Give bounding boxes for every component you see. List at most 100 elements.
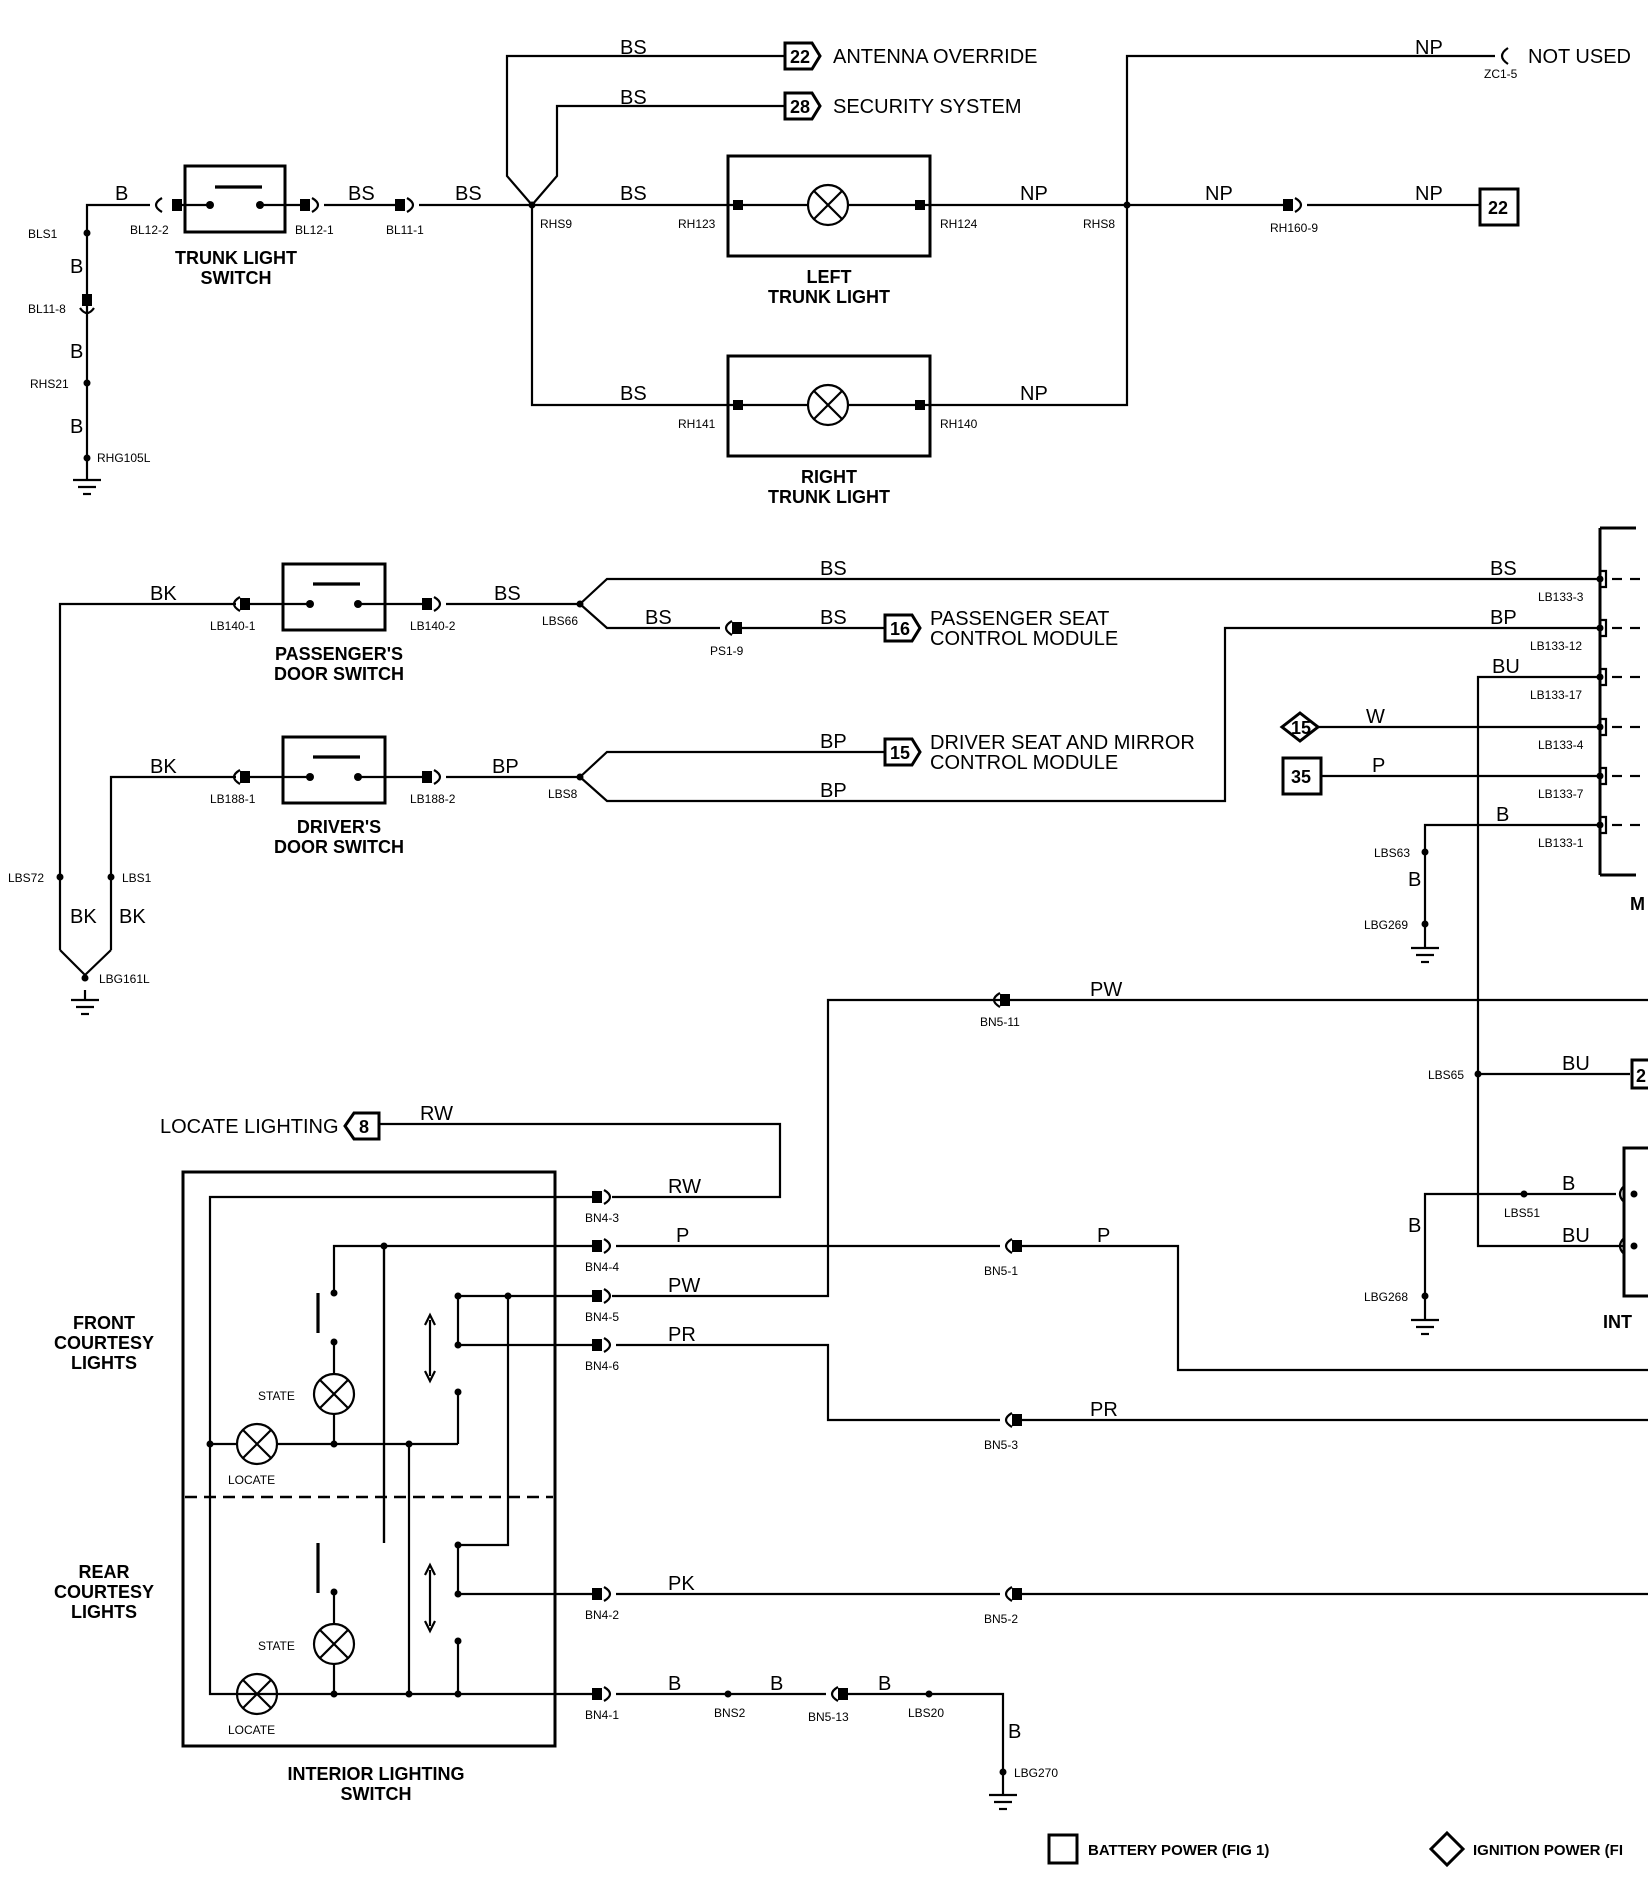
wire-label: B — [1408, 869, 1421, 891]
passenger-door-switch-label-1: PASSENGER'S — [275, 644, 403, 664]
pin-lb133-1: LB133-1 — [1538, 836, 1584, 850]
pin-bn4-2: BN4-2 — [585, 1608, 619, 1622]
wire-label: BS — [645, 607, 672, 629]
wire-label: NP — [1415, 183, 1443, 205]
front-courtesy-label-1: FRONT — [73, 1313, 135, 1333]
pin-lb133-7: LB133-7 — [1538, 787, 1584, 801]
ref-num-28: 28 — [790, 97, 810, 117]
trunk-light-switch-label-1: TRUNK LIGHT — [175, 248, 297, 268]
trunk-light-switch-label-2: SWITCH — [201, 268, 272, 288]
pin-rhg105l: RHG105L — [97, 451, 151, 465]
wire-label: BK — [150, 756, 177, 778]
pin-bn5-13: BN5-13 — [808, 1710, 849, 1724]
bn4-connector — [592, 1189, 612, 1702]
pin-lb133-12: LB133-12 — [1530, 639, 1582, 653]
pin-lbg161l: LBG161L — [99, 972, 150, 986]
door-switch-section: BK LB140-1 LB140-2 PASSENGER'S DOOR SWIT… — [8, 558, 1600, 1016]
passenger-door-switch-box — [281, 562, 387, 632]
wire-label: NP — [1415, 37, 1443, 59]
pin-ps1-9: PS1-9 — [710, 644, 744, 658]
pin-lb188-1: LB188-1 — [210, 792, 256, 806]
ref-locate-lighting: LOCATE LIGHTING — [160, 1116, 339, 1138]
ref-arrow-28 — [783, 91, 822, 121]
box-35: 35 — [1291, 767, 1311, 787]
state-label-rear: STATE — [258, 1639, 295, 1653]
wire-label: P — [1372, 755, 1385, 777]
ref-driver-seat-1: DRIVER SEAT AND MIRROR — [930, 732, 1195, 754]
wire-label: BP — [492, 756, 519, 778]
locate-label-front: LOCATE — [228, 1473, 275, 1487]
ignition-legend-diamond — [1428, 1830, 1466, 1868]
pin-bn5-2: BN5-2 — [984, 1612, 1018, 1626]
ign-15: 15 — [1291, 718, 1311, 738]
wire-label: B — [1408, 1215, 1421, 1237]
locate-label-rear: LOCATE — [228, 1723, 275, 1737]
battery-legend-square — [1047, 1833, 1079, 1865]
pin-lbg268: LBG268 — [1364, 1290, 1408, 1304]
pin-rh141: RH141 — [678, 417, 716, 431]
pin-lbs8: LBS8 — [548, 787, 578, 801]
pin-rhs21: RHS21 — [30, 377, 69, 391]
wire-label: P — [676, 1225, 689, 1247]
driver-door-switch-label-2: DOOR SWITCH — [274, 837, 404, 857]
wire-label: BP — [820, 780, 847, 802]
ref-num-8: 8 — [359, 1117, 369, 1137]
pin-bn4-1: BN4-1 — [585, 1708, 619, 1722]
ref-num-22: 22 — [790, 47, 810, 67]
pin-rhs9: RHS9 — [540, 217, 572, 231]
battery-ref-22 — [1478, 187, 1520, 227]
pin-bl11-8: BL11-8 — [28, 302, 66, 316]
ref-arrow-16 — [883, 613, 922, 643]
ref-passenger-seat-2: CONTROL MODULE — [930, 628, 1118, 650]
legend-battery: BATTERY POWER (FIG 1) — [1088, 1842, 1269, 1859]
wire-label: B — [1562, 1173, 1575, 1195]
pin-bn5-11: BN5-11 — [980, 1015, 1020, 1029]
left-trunk-light-label-1: LEFT — [807, 267, 852, 287]
right-trunk-light-label-2: TRUNK LIGHT — [768, 487, 890, 507]
ref-passenger-seat-1: PASSENGER SEAT — [930, 608, 1109, 630]
wire-label: PR — [668, 1324, 696, 1346]
front-courtesy-label-2: COURTESY — [54, 1333, 154, 1353]
wire-label: PK — [668, 1573, 695, 1595]
pin-lbs63: LBS63 — [1374, 846, 1410, 860]
pin-lb188-2: LB188-2 — [410, 792, 456, 806]
module-connector: LB133-3 LB133-12 LB133-17 LB133-4 LB133-… — [1279, 526, 1648, 1336]
pin-rh124: RH124 — [940, 217, 978, 231]
interior-lighting-section: PW BN5-11 LOCATE LIGHTING 8 RW BN4-3 BN4… — [54, 979, 1648, 1811]
ref-num-15: 15 — [890, 743, 910, 763]
int-module-label-cut: INT — [1603, 1312, 1632, 1332]
wire-label: B — [668, 1673, 681, 1695]
cut-ref-2: 2 — [1636, 1066, 1646, 1086]
pin-rh123: RH123 — [678, 217, 716, 231]
rear-courtesy-label-2: COURTESY — [54, 1582, 154, 1602]
wire-label: B — [878, 1673, 891, 1695]
pin-bls1: BLS1 — [28, 227, 58, 241]
ref-driver-seat-2: CONTROL MODULE — [930, 752, 1118, 774]
pin-zc1-5: ZC1-5 — [1484, 67, 1518, 81]
front-courtesy-label-3: LIGHTS — [71, 1353, 137, 1373]
pin-lb140-1: LB140-1 — [210, 619, 256, 633]
wire-label: B — [1008, 1721, 1021, 1743]
wire-label: NP — [1205, 183, 1233, 205]
pin-rhs8: RHS8 — [1083, 217, 1115, 231]
state-label-front: STATE — [258, 1389, 295, 1403]
trunk-section: BLS1 BL11-8 RHS21 RHG105L B B B B BL12-2… — [28, 37, 1631, 507]
wire-label: B — [70, 341, 83, 363]
wire-label: BS — [820, 607, 847, 629]
wire-label: BP — [1490, 607, 1517, 629]
legend-ignition: IGNITION POWER (FI — [1473, 1842, 1623, 1859]
pin-lbs1: LBS1 — [122, 871, 152, 885]
wire-label: W — [1366, 706, 1385, 728]
interior-lighting-switch-label-2: SWITCH — [341, 1784, 412, 1804]
wire-label: B — [115, 183, 128, 205]
pin-rh140: RH140 — [940, 417, 978, 431]
wire-label: B — [70, 256, 83, 278]
pin-lbs51: LBS51 — [1504, 1206, 1540, 1220]
pin-bn4-4: BN4-4 — [585, 1260, 619, 1274]
ref-antenna-override: ANTENNA OVERRIDE — [833, 46, 1037, 68]
wire-label: BS — [620, 37, 647, 59]
ref-not-used: NOT USED — [1528, 46, 1631, 68]
pin-lb133-3: LB133-3 — [1538, 590, 1584, 604]
interior-lighting-switch-label-1: INTERIOR LIGHTING — [288, 1764, 465, 1784]
wire-label: NP — [1020, 383, 1048, 405]
